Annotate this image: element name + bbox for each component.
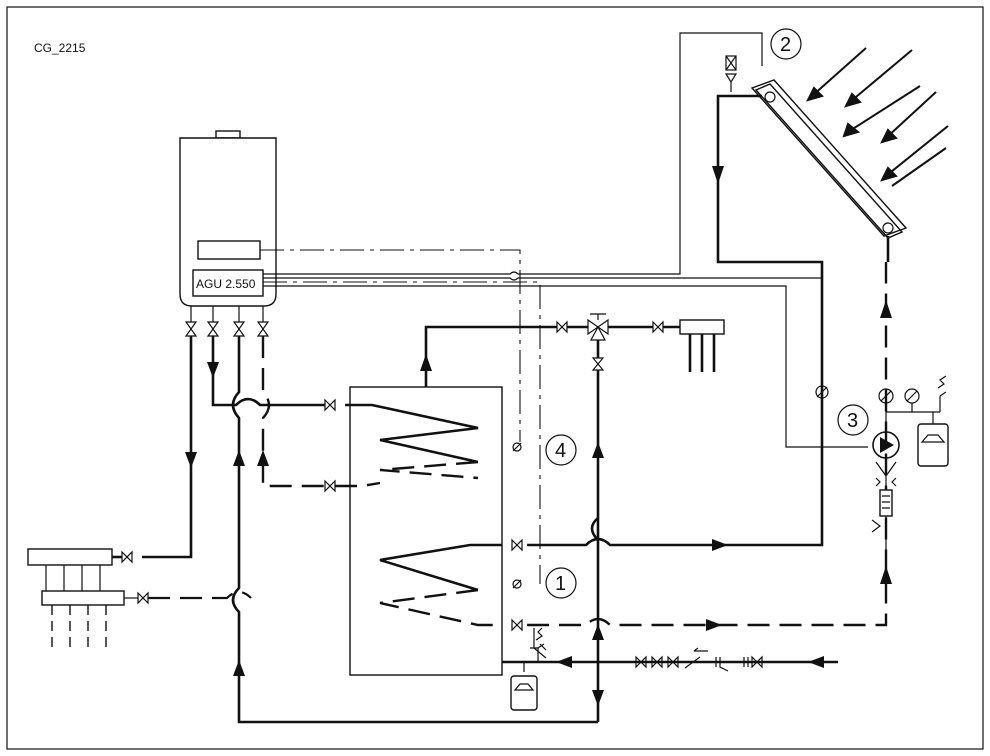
wall-boiler: AGU 2.550 [179,130,277,307]
inlet-valve-group [635,647,763,672]
lower-coil [379,543,502,592]
tank-sensors [512,442,522,589]
solar-collector [750,79,908,239]
flow-meter [879,489,893,517]
callout-3: 3 [837,404,869,436]
boiler-dhw-return [261,336,325,488]
svg-text:1: 1 [555,573,566,595]
diagram-frame [6,6,984,750]
agu-module-label: AGU 2.550 [196,277,256,291]
radiator-manifold [27,548,133,594]
boiler-heating-flow [142,336,193,559]
thermostatic-mixer [587,318,609,341]
upper-coil [345,403,479,464]
agu-module [192,269,264,297]
svg-text:4: 4 [555,440,566,462]
tank-relief-valve [530,627,547,659]
lower-coil-return [379,588,502,627]
solar-expansion-vessel [917,423,949,467]
upper-coil-return [379,460,479,480]
control-wiring [260,32,868,584]
figure-code: CG_2215 [34,41,86,55]
boiler-isolation-valves [184,306,270,337]
storage-tank [349,386,503,676]
solar-flow-pipe [527,94,824,547]
dhw-hot-outlet [424,325,557,387]
boiler-heating-return [231,336,598,724]
sensor-4 [512,442,522,452]
tap-outlet [679,319,725,335]
boiler-display [197,240,261,260]
sensor-1 [512,579,522,589]
callout-4: 4 [545,434,577,466]
svg-text:2: 2 [780,34,791,56]
solar-pump-station [815,375,949,560]
floor-heating-manifold [41,590,252,650]
callout-1: 1 [545,567,577,599]
sun-rays [806,47,949,187]
solar-flow-sensor [815,385,829,399]
callout-2: 2 [770,28,802,60]
boiler-dhw-flow [211,336,325,407]
svg-text:3: 3 [847,410,858,432]
air-vent [724,55,738,92]
solar-return-pipe [527,262,888,627]
